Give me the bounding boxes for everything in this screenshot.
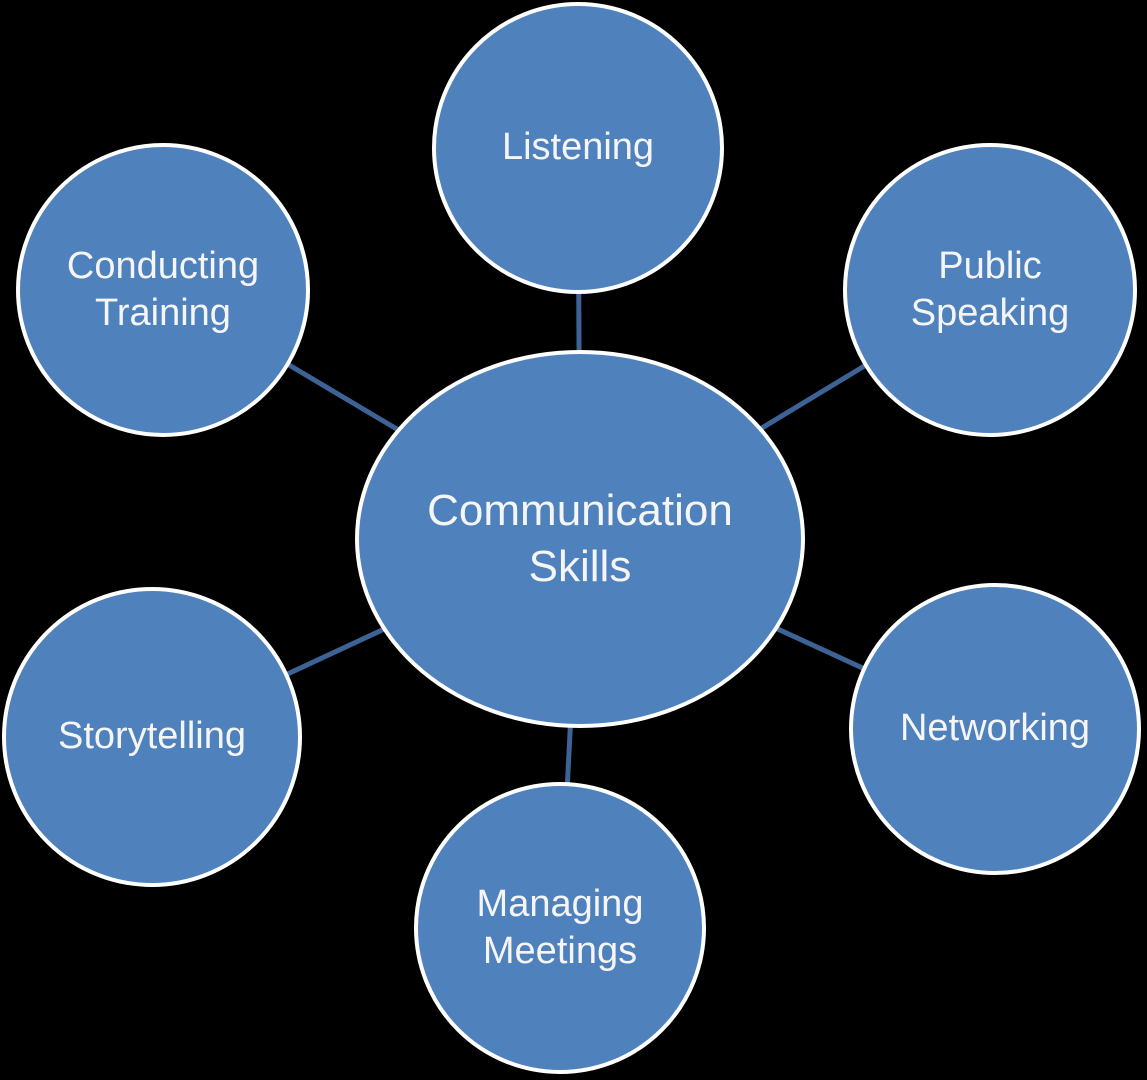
- node-conducting-training-label: Conducting Training: [66, 244, 260, 334]
- center-node-communication-skills: Communication Skills: [355, 350, 805, 728]
- node-public-speaking-label: Public Speaking: [910, 244, 1070, 334]
- node-conducting-training: Conducting Training: [16, 143, 310, 437]
- center-node-label: Communication Skills: [427, 485, 733, 591]
- node-networking: Networking: [849, 583, 1141, 875]
- node-networking-label: Networking: [899, 707, 1091, 750]
- node-listening: Listening: [432, 2, 724, 294]
- node-managing-meetings: Managing Meetings: [414, 782, 706, 1074]
- node-storytelling-label: Storytelling: [58, 715, 246, 758]
- node-listening-label: Listening: [501, 126, 655, 169]
- node-storytelling: Storytelling: [2, 587, 302, 887]
- node-managing-meetings-label: Managing Meetings: [476, 882, 644, 972]
- node-public-speaking: Public Speaking: [843, 143, 1137, 437]
